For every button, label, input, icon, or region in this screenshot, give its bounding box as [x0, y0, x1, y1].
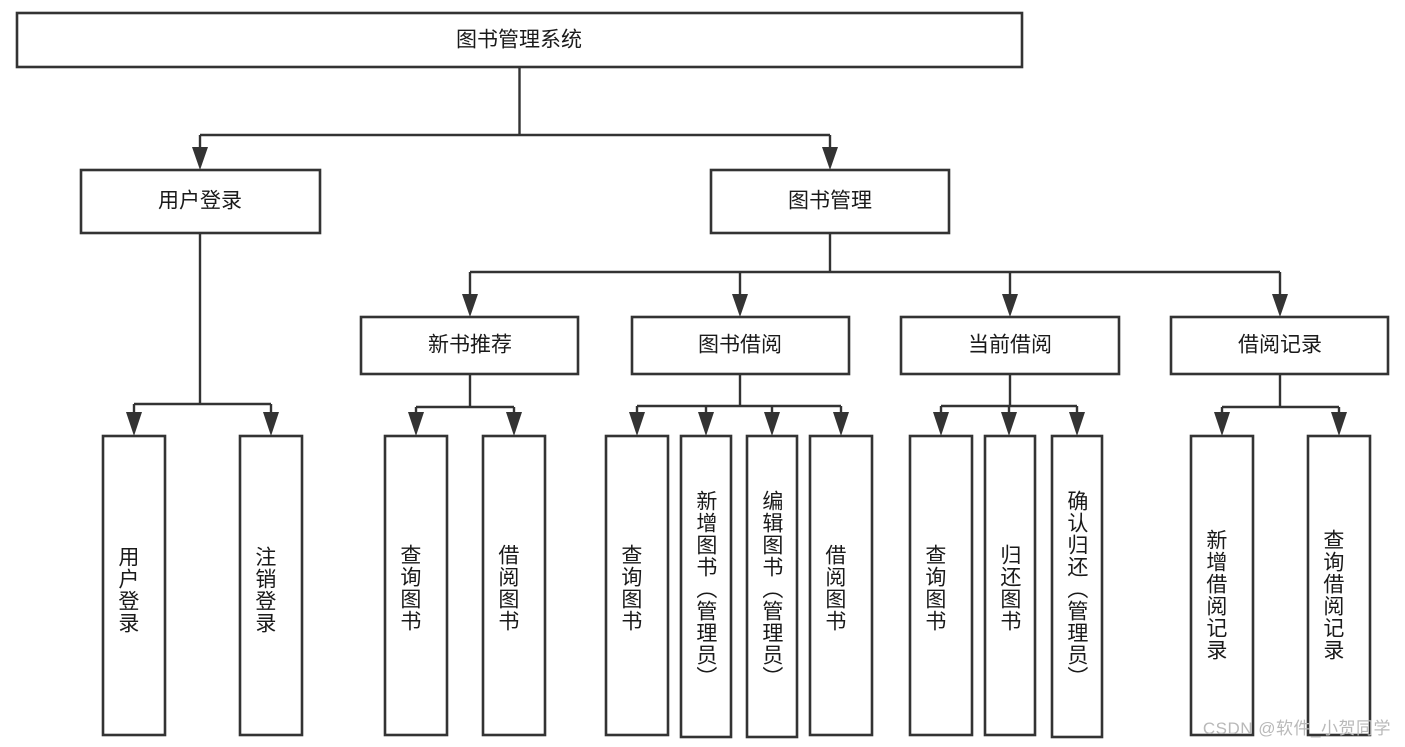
leaf-box-confirm-return-admin[interactable] [1050, 434, 1104, 739]
leaf-box-query-book-borrow[interactable] [604, 434, 670, 737]
node-book-borrow-label: 图书借阅 [698, 334, 782, 357]
node-current-borrow[interactable]: 当前借阅 [899, 315, 1121, 376]
node-book-manage-box [709, 168, 951, 235]
leaf-box-return-book[interactable] [983, 434, 1037, 737]
arrow-head-leaf-confirm-return-admin [1069, 412, 1085, 436]
arrow-head-leaf-query-book-rec [408, 412, 424, 436]
arrow-head-leaf-add-borrow-record [1214, 412, 1230, 436]
node-root-box [15, 11, 1024, 69]
node-new-book-recommend-box [359, 315, 580, 376]
leaf-box-user-login[interactable] [101, 434, 167, 737]
leaf-box-add-book-admin[interactable] [679, 434, 733, 739]
arrow-head-borrow-record [1272, 294, 1288, 317]
arrow-head-leaf-user-login [126, 412, 142, 436]
node-book-manage[interactable]: 图书管理 [709, 168, 951, 235]
arrow-head-book-borrow [732, 294, 748, 317]
node-user-login[interactable]: 用户登录 [79, 168, 322, 235]
node-new-book-recommend[interactable]: 新书推荐 [359, 315, 580, 376]
arrow-head-user-login [192, 147, 208, 170]
leaf-box-borrow-book[interactable] [808, 434, 874, 737]
arrow-head-leaf-borrow-book-rec [506, 412, 522, 436]
node-root-label: 图书管理系统 [456, 29, 582, 52]
node-user-login-label: 用户登录 [158, 190, 242, 213]
arrow-head-leaf-return-book [1001, 412, 1017, 436]
leaf-box-query-book-current[interactable] [908, 434, 974, 737]
leaf-box-query-book-rec[interactable] [383, 434, 449, 737]
node-new-book-recommend-label: 新书推荐 [428, 334, 512, 357]
node-borrow-record-label: 借阅记录 [1238, 334, 1322, 357]
node-current-borrow-label: 当前借阅 [968, 334, 1052, 357]
node-book-borrow[interactable]: 图书借阅 [630, 315, 851, 376]
csdn-watermark: CSDN @软件_小贺同学 [1202, 719, 1391, 738]
leaf-box-add-borrow-record[interactable] [1189, 434, 1255, 737]
leaf-box-borrow-book-rec[interactable] [481, 434, 547, 737]
arrow-head-leaf-borrow-book [833, 412, 849, 436]
arrow-head-leaf-logout-login [263, 412, 279, 436]
node-borrow-record-box [1169, 315, 1390, 376]
node-root[interactable]: 图书管理系统 [15, 11, 1024, 69]
node-book-borrow-box [630, 315, 851, 376]
node-book-manage-label: 图书管理 [788, 190, 872, 213]
arrow-head-book-manage [822, 147, 838, 170]
arrow-head-leaf-add-book-admin [698, 412, 714, 436]
leaf-box-query-borrow-record[interactable] [1306, 434, 1372, 737]
leaf-box-logout-login[interactable] [238, 434, 304, 737]
arrow-head-leaf-query-borrow-record [1331, 412, 1347, 436]
arrow-head-current-borrow [1002, 294, 1018, 317]
node-borrow-record[interactable]: 借阅记录 [1169, 315, 1390, 376]
arrow-head-leaf-edit-book-admin [764, 412, 780, 436]
arrow-head-leaf-query-book-borrow [629, 412, 645, 436]
arrow-head-new-book-recommend [462, 294, 478, 317]
node-current-borrow-box [899, 315, 1121, 376]
leaf-box-edit-book-admin[interactable] [745, 434, 799, 739]
arrow-head-leaf-query-book-current [933, 412, 949, 436]
